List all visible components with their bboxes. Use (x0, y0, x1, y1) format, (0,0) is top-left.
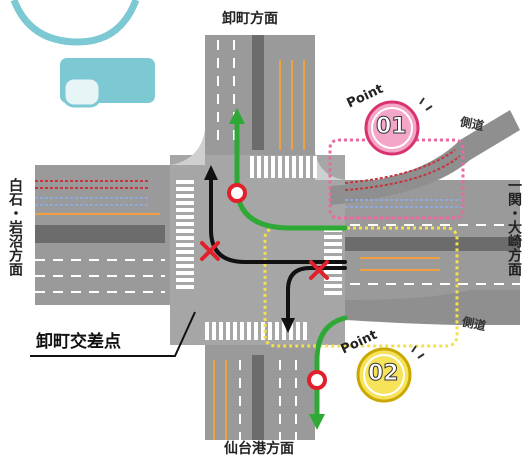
ng-route-south-arrowhead (281, 318, 295, 333)
crosswalk-stripe (176, 208, 194, 212)
point-02-number: 02 (368, 361, 400, 386)
ng-route-west (209, 174, 347, 264)
crosswalk-stripe (324, 263, 342, 267)
ng-cross-icon (309, 260, 329, 280)
ok-route-north-arrowhead (229, 108, 245, 124)
crosswalk-stripe (324, 284, 342, 288)
ok-circle-icon (307, 370, 327, 390)
crosswalk-stripe (176, 278, 194, 282)
crosswalk-stripe (176, 201, 194, 205)
crosswalk-stripe (324, 291, 342, 295)
crosswalk-stripe (257, 156, 261, 178)
crosswalk-stripe (176, 222, 194, 226)
point-02-zone (263, 226, 459, 348)
direction-east-label: 一関・大崎方面 (506, 178, 522, 276)
crosswalk-stripe (254, 322, 258, 340)
crosswalk-stripe (292, 156, 296, 178)
ng-route-west-arrowhead (204, 165, 218, 180)
crosswalk-stripe (282, 322, 286, 340)
point-badge-icon (364, 97, 433, 156)
crosswalk-stripe (176, 215, 194, 219)
crosswalk-stripe (303, 322, 307, 340)
crosswalk-stripe (176, 257, 194, 261)
ng-cross-icon (200, 241, 220, 261)
crosswalk-stripe (275, 322, 279, 340)
crosswalk-stripe (296, 322, 300, 340)
crosswalk-stripe (176, 187, 194, 191)
crosswalk-stripe (261, 322, 265, 340)
magnifier-icon (10, 0, 155, 108)
crosswalk-stripe (176, 229, 194, 233)
crosswalk-stripe (205, 322, 209, 340)
direction-north-label: 卸町方面 (222, 11, 278, 27)
direction-west-label: 白石・岩沼方面 (7, 178, 23, 276)
crosswalk-stripe (324, 270, 342, 274)
crosswalk-stripe (278, 156, 282, 178)
intersection-name-label: 卸町交差点 (36, 332, 121, 352)
crosswalk-stripe (176, 271, 194, 275)
crosswalk-stripe (219, 322, 223, 340)
point-badge-icon (356, 345, 425, 403)
crosswalk-stripe (313, 156, 317, 178)
crosswalk-stripe (176, 180, 194, 184)
crosswalk-stripe (324, 242, 342, 246)
ok-route-south-arrowhead (309, 414, 325, 430)
direction-south-label: 仙台港方面 (224, 441, 294, 457)
crosswalk-stripe (176, 243, 194, 247)
point-01-number: 01 (376, 114, 408, 139)
callout-pointer (30, 311, 196, 357)
crosswalk-stripe (176, 264, 194, 268)
crosswalk-stripe (271, 156, 275, 178)
crosswalk-stripe (176, 194, 194, 198)
ok-route-south (314, 315, 348, 421)
crosswalk-stripe (264, 156, 268, 178)
crosswalk-stripe (324, 249, 342, 253)
crosswalk-stripe (299, 156, 303, 178)
crosswalk-stripe (247, 322, 251, 340)
crosswalks (176, 156, 342, 340)
ng-route-south (286, 266, 347, 322)
crosswalk-stripe (324, 277, 342, 281)
crosswalk-stripe (268, 322, 272, 340)
crosswalk-stripe (226, 322, 230, 340)
crosswalk-stripe (324, 235, 342, 239)
crosswalk-stripe (250, 156, 254, 178)
crosswalk-stripe (289, 322, 293, 340)
crosswalk-stripe (240, 322, 244, 340)
crosswalk-stripe (212, 322, 216, 340)
crosswalk-stripe (176, 250, 194, 254)
crosswalk-stripe (233, 322, 237, 340)
crosswalk-stripe (176, 285, 194, 289)
crosswalk-stripe (306, 156, 310, 178)
crosswalk-stripe (324, 256, 342, 260)
lane-markings (35, 40, 520, 440)
crosswalk-stripe (176, 236, 194, 240)
crosswalk-stripe (285, 156, 289, 178)
ok-circle-icon (227, 183, 247, 203)
